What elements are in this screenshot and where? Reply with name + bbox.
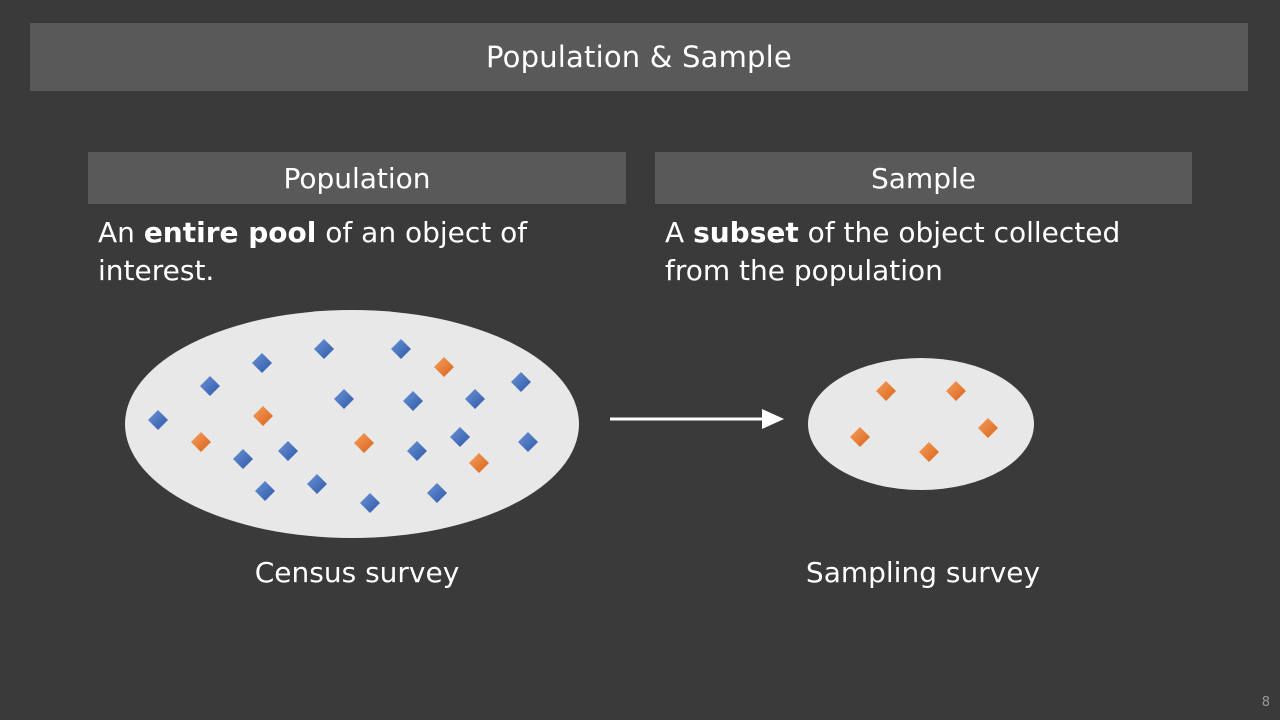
orange-diamond-icon <box>919 442 939 462</box>
orange-diamond-icon <box>253 406 273 426</box>
blue-diamond-icon <box>278 441 298 461</box>
orange-diamond-icon <box>191 432 211 452</box>
slide-title: Population & Sample <box>30 23 1248 91</box>
arrow <box>610 409 784 429</box>
sample-definition: A subset of the object collected from th… <box>665 214 1185 290</box>
sampling-caption: Sampling survey <box>805 556 1041 589</box>
population-header: Population <box>88 152 626 204</box>
orange-diamond-icon <box>434 357 454 377</box>
slide-title-text: Population & Sample <box>486 40 792 74</box>
orange-diamond-icon <box>978 418 998 438</box>
sample-header-text: Sample <box>871 161 976 195</box>
census-caption: Census survey <box>254 556 460 589</box>
blue-diamond-icon <box>427 483 447 503</box>
blue-diamond-icon <box>314 339 334 359</box>
blue-diamond-icon <box>450 427 470 447</box>
blue-diamond-icon <box>252 353 272 373</box>
blue-diamond-icon <box>307 474 327 494</box>
sample-definition-suffix: of the object collected from the populat… <box>665 216 1121 287</box>
blue-diamond-icon <box>403 391 423 411</box>
blue-diamond-icon <box>255 481 275 501</box>
blue-diamond-icon <box>407 441 427 461</box>
orange-diamond-icon <box>946 381 966 401</box>
orange-diamond-icon <box>876 381 896 401</box>
arrow-head-icon <box>762 409 784 429</box>
population-markers <box>148 339 538 513</box>
blue-diamond-icon <box>148 410 168 430</box>
blue-diamond-icon <box>391 339 411 359</box>
population-ellipse <box>125 310 579 538</box>
population-definition-bold: entire pool <box>143 216 317 249</box>
sample-header: Sample <box>655 152 1192 204</box>
population-definition-suffix: of an object of interest. <box>98 216 528 287</box>
blue-diamond-icon <box>200 376 220 396</box>
orange-diamond-icon <box>469 453 489 473</box>
blue-diamond-icon <box>465 389 485 409</box>
sample-markers <box>850 381 998 462</box>
orange-diamond-icon <box>850 427 870 447</box>
sample-definition-bold: subset <box>693 216 799 249</box>
population-header-text: Population <box>283 161 431 195</box>
page-number: 8 <box>1261 695 1270 710</box>
population-definition-prefix: An <box>98 216 144 249</box>
blue-diamond-icon <box>518 432 538 452</box>
blue-diamond-icon <box>334 389 354 409</box>
orange-diamond-icon <box>354 433 374 453</box>
blue-diamond-icon <box>360 493 380 513</box>
blue-diamond-icon <box>233 449 253 469</box>
blue-diamond-icon <box>511 372 531 392</box>
sample-definition-prefix: A <box>665 216 694 249</box>
sample-ellipse <box>808 358 1034 490</box>
population-definition: An entire pool of an object of interest. <box>98 214 618 290</box>
